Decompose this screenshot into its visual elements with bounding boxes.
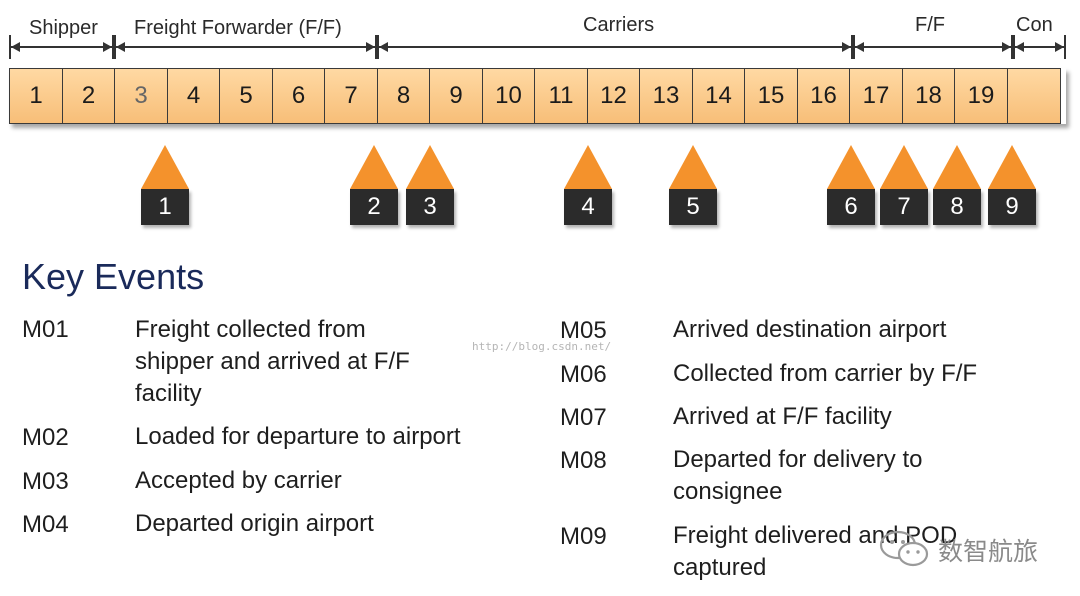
up-triangle-icon	[669, 145, 717, 189]
event-line: consignee	[673, 478, 783, 505]
key-events-title: Key Events	[22, 256, 205, 297]
milestone-number: 1	[141, 189, 189, 225]
step-cell: 18	[901, 68, 956, 124]
step-cell: 11	[534, 68, 588, 124]
step-cell: 9	[429, 68, 483, 124]
event-description: Departed origin airport	[135, 508, 374, 540]
step-cell: 14	[691, 68, 746, 124]
milestone-marker: 3	[406, 145, 454, 225]
event-code: M03	[22, 468, 69, 495]
span-bracket-carriers	[377, 35, 853, 59]
up-triangle-icon	[564, 145, 612, 189]
milestone-marker: 4	[564, 145, 612, 225]
event-code: M06	[560, 361, 607, 388]
segment-label-ff: F/F	[915, 14, 945, 36]
milestone-number: 8	[933, 189, 981, 225]
watermark-brand: 数智航旅	[938, 538, 1039, 566]
event-code: M04	[22, 511, 69, 538]
event-line: Loaded for departure to airport	[135, 423, 461, 450]
event-line: facility	[135, 380, 202, 407]
event-code: M05	[560, 317, 607, 344]
milestone-marker: 9	[988, 145, 1036, 225]
event-description: Loaded for departure to airport	[135, 421, 461, 453]
up-triangle-icon	[880, 145, 928, 189]
step-cell: 8	[376, 68, 431, 124]
event-line: shipper and arrived at F/F	[135, 348, 410, 375]
event-description: Collected from carrier by F/F	[673, 358, 977, 390]
milestone-marker: 2	[350, 145, 398, 225]
step-cell: 1	[9, 68, 63, 124]
step-cell: 2	[61, 68, 116, 124]
step-cell: 6	[271, 68, 326, 124]
milestone-marker: 7	[880, 145, 928, 225]
segment-label-consignee: Con	[1016, 14, 1053, 36]
event-code: M02	[22, 424, 69, 451]
event-description: Arrived at F/F facility	[673, 401, 892, 433]
milestone-number: 4	[564, 189, 612, 225]
milestone-number: 5	[669, 189, 717, 225]
step-cell: 19	[954, 68, 1008, 124]
milestone-number: 9	[988, 189, 1036, 225]
up-triangle-icon	[350, 145, 398, 189]
event-line: Departed origin airport	[135, 510, 374, 537]
step-cell: 15	[744, 68, 798, 124]
event-line: Arrived at F/F facility	[673, 403, 892, 430]
milestone-marker: 8	[933, 145, 981, 225]
event-description: Accepted by carrier	[135, 465, 342, 497]
event-line: Freight collected from	[135, 316, 366, 343]
up-triangle-icon	[988, 145, 1036, 189]
milestone-marker: 1	[141, 145, 189, 225]
up-triangle-icon	[406, 145, 454, 189]
step-cell: 10	[481, 68, 536, 124]
milestone-number: 7	[880, 189, 928, 225]
step-cell: 17	[849, 68, 903, 124]
event-line: Accepted by carrier	[135, 467, 342, 494]
event-line: Arrived destination airport	[673, 316, 947, 343]
event-line: Departed for delivery to	[673, 446, 923, 473]
step-cell: 3	[114, 68, 168, 124]
span-bracket-consignee	[1013, 35, 1066, 59]
segment-label-carriers: Carriers	[583, 14, 655, 36]
event-code: M08	[560, 447, 607, 474]
segment-label-freight-forwarder: Freight Forwarder (F/F)	[134, 17, 342, 39]
step-cell: 16	[796, 68, 851, 124]
milestone-number: 6	[827, 189, 875, 225]
step-cell: 5	[219, 68, 273, 124]
span-bracket-freight-forwarder	[114, 35, 377, 59]
event-code: M07	[560, 404, 607, 431]
event-description: Freight collected from shipper and arriv…	[135, 314, 410, 410]
step-cell	[1006, 68, 1061, 124]
segment-label-shipper: Shipper	[29, 17, 98, 39]
wechat-icon	[879, 530, 929, 567]
span-bracket-shipper	[9, 35, 114, 59]
event-line: Collected from carrier by F/F	[673, 360, 978, 387]
milestone-marker: 5	[669, 145, 717, 225]
milestone-marker: 6	[827, 145, 875, 225]
step-cell: 12	[586, 68, 641, 124]
event-description: Departed for delivery to consignee	[673, 444, 922, 508]
watermark-url: http://blog.csdn.net/	[472, 340, 612, 353]
up-triangle-icon	[141, 145, 189, 189]
event-code: M09	[560, 523, 607, 550]
span-bracket-ff	[853, 35, 1013, 59]
step-cell: 4	[166, 68, 221, 124]
event-description: Arrived destination airport	[673, 314, 946, 346]
milestone-number: 2	[350, 189, 398, 225]
milestone-number: 3	[406, 189, 454, 225]
step-cell: 13	[639, 68, 693, 124]
event-code: M01	[22, 316, 69, 343]
step-cell: 7	[324, 68, 378, 124]
up-triangle-icon	[933, 145, 981, 189]
event-line: captured	[673, 554, 767, 581]
up-triangle-icon	[827, 145, 875, 189]
step-cells-row: 1 2 3 4 5 6 7 8 9 10 11 12 13 14 15 16 1…	[9, 68, 1066, 124]
